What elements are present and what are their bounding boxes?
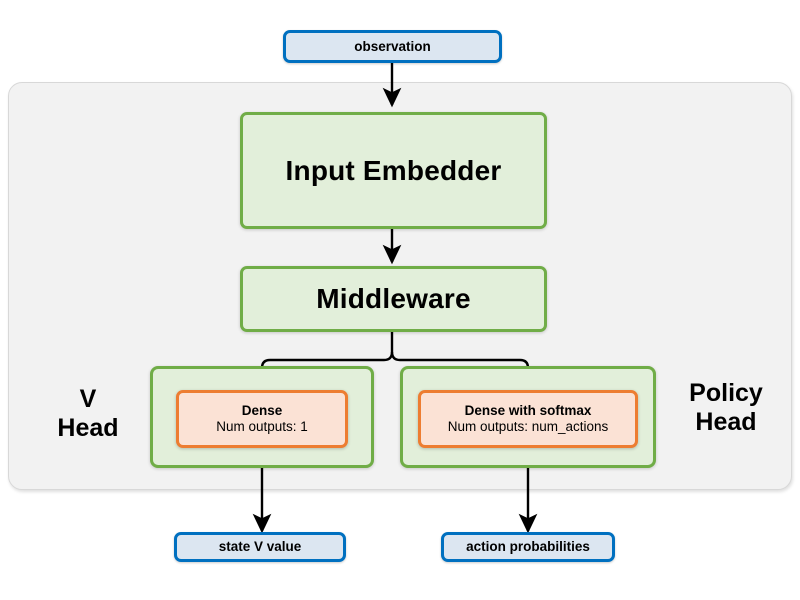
node-dense-v-subtitle: Num outputs: 1 <box>216 419 308 434</box>
node-dense-v[interactable]: Dense Num outputs: 1 <box>176 390 348 448</box>
node-observation[interactable]: observation <box>283 30 502 63</box>
node-action-probabilities[interactable]: action probabilities <box>441 532 615 562</box>
arrow-middleware-to-dense-policy <box>390 351 538 393</box>
node-dense-v-title: Dense <box>241 403 283 419</box>
label-policy-head: Policy Head <box>666 379 786 437</box>
node-state-v-value-label: state V value <box>218 539 302 555</box>
label-v-head-line1: V <box>79 385 97 413</box>
node-observation-label: observation <box>354 38 431 54</box>
label-policy-head-line1: Policy <box>689 379 763 407</box>
arrow-middleware-to-dense-v <box>252 351 394 393</box>
node-input-embedder[interactable]: Input Embedder <box>240 112 547 229</box>
node-state-v-value[interactable]: state V value <box>174 532 346 562</box>
label-v-head-line2: Head <box>57 414 119 442</box>
label-v-head: V Head <box>33 385 143 443</box>
node-dense-policy[interactable]: Dense with softmax Num outputs: num_acti… <box>418 390 638 448</box>
node-dense-policy-subtitle: Num outputs: num_actions <box>447 419 609 434</box>
node-middleware[interactable]: Middleware <box>240 266 547 332</box>
node-input-embedder-label: Input Embedder <box>285 154 502 186</box>
node-middleware-label: Middleware <box>316 283 471 315</box>
node-dense-policy-title: Dense with softmax <box>464 403 592 419</box>
node-action-probabilities-label: action probabilities <box>466 539 590 555</box>
label-policy-head-line2: Head <box>695 408 757 436</box>
